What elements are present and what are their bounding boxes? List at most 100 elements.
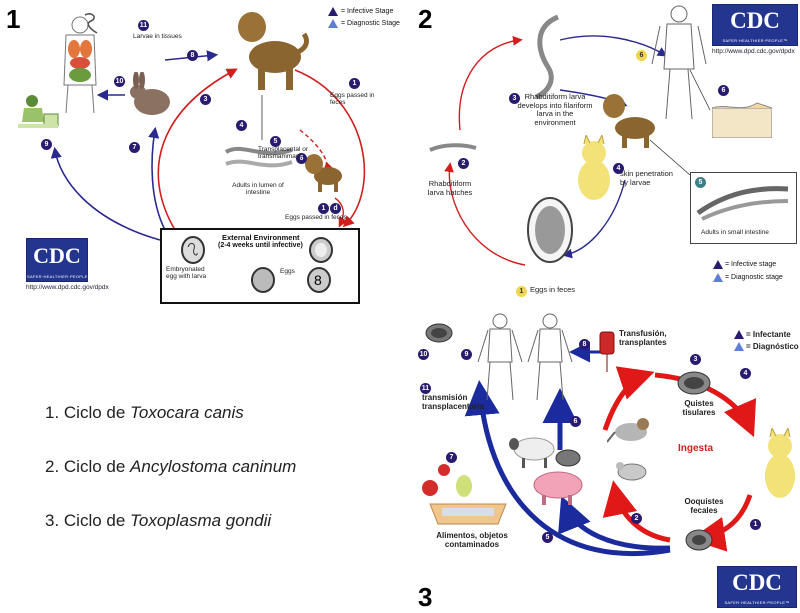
tissue-cysts-label: Quistes tisulares	[682, 399, 716, 417]
human-figures-icon	[477, 313, 573, 401]
contaminated-food-label: Alimentos, objetos contaminados	[436, 531, 508, 549]
litter-box-icon	[429, 503, 507, 525]
step-badge: 8	[579, 339, 590, 350]
filariform-larva-icon	[534, 14, 560, 100]
bird-icon	[607, 418, 649, 443]
step-badge: 4	[740, 368, 751, 379]
caption-toxoplasma: 3. Ciclo de Toxoplasma gondii	[45, 511, 271, 531]
step-badge: 11	[138, 20, 149, 31]
step-badge: 5	[695, 177, 706, 188]
fecal-oocysts-label: Ooquistes fecales	[684, 497, 724, 515]
adult-worms-icon	[696, 186, 789, 221]
panel-number-3: 3	[418, 582, 433, 612]
infective-stage-icon	[734, 330, 744, 339]
cdc-logo: CDC SAFER·HEALTHIER·PEOPLE™	[26, 238, 93, 282]
step-badge: 1	[318, 203, 329, 214]
cat-icon	[765, 428, 795, 498]
meat-cyst-icon	[555, 449, 581, 467]
caption-prefix: 3. Ciclo de	[45, 511, 131, 530]
eggs-label: Eggs	[280, 268, 295, 275]
legend-infective: = Infective Stage	[341, 8, 394, 15]
external-env-title: External Environment	[222, 233, 300, 242]
cdc-url[interactable]: http://www.dpd.cdc.gov/dpdx	[26, 284, 109, 291]
cdc-url[interactable]: http://www.dpd.cdc.gov/dpdx	[712, 48, 795, 55]
adult-worms-icon	[224, 146, 293, 168]
brain-icon	[84, 13, 98, 34]
transplacental-label: Transplacental or transmammary	[258, 146, 308, 161]
food-items-icon	[422, 464, 472, 497]
larvae-in-tissues-label: Larvae in tissues	[133, 33, 182, 40]
external-env-subtitle: (2-4 weeks until infective)	[218, 242, 303, 249]
step-badge: 3	[509, 93, 520, 104]
external-environment-box: External Environment (2-4 weeks until in…	[160, 228, 360, 304]
step-badge: 10	[114, 76, 125, 87]
dog-adult-icon	[238, 12, 309, 90]
adults-small-intestine-label: Adults in small intestine	[701, 229, 769, 236]
step-badge: 4	[613, 163, 624, 174]
pig-icon	[533, 471, 583, 505]
panel-number-2: 2	[418, 4, 433, 34]
cdc-logo: CDC SAFER·HEALTHIER·PEOPLE™	[717, 566, 797, 608]
legend-infective: = Infective stage	[725, 261, 777, 268]
puppy-icon	[305, 154, 342, 192]
cdc-logo-text: CDC	[732, 570, 782, 595]
egg-in-feces-icon	[527, 197, 573, 263]
sheep-icon	[509, 437, 555, 468]
panel-number-1: 1	[6, 4, 21, 34]
step-badge: 6	[570, 416, 581, 427]
legend-diagnostic: = Diagnostic Stage	[341, 20, 400, 27]
cdc-tagline: SAFER·HEALTHIER·PEOPLE™	[722, 38, 788, 43]
dog-icon	[603, 94, 655, 148]
transfusion-label: Transfusión, transplantes	[619, 329, 667, 347]
rabbit-icon	[130, 72, 170, 115]
step-badge: 3	[690, 354, 701, 365]
diagnostic-stage-icon	[328, 19, 338, 28]
legend-diagnostico: = Diagnóstico	[746, 342, 799, 351]
adults-lumen-label: Adults in lumen of intestine	[232, 182, 284, 197]
skin-section-icon	[712, 102, 772, 138]
step-badge: 7	[446, 452, 457, 463]
toxocara-cycle-arrows	[50, 50, 366, 280]
diagnostic-stage-icon	[713, 273, 723, 282]
infective-stage-icon	[713, 260, 723, 269]
step-badge: 10	[418, 349, 429, 360]
cdc-tagline: SAFER·HEALTHIER·PEOPLE™	[724, 600, 790, 605]
caption-ancylostoma: 2. Ciclo de Ancylostoma caninum	[45, 457, 296, 477]
caption-species: Ancylostoma caninum	[130, 457, 297, 476]
cdc-logo-text: CDC	[730, 8, 780, 33]
egg-icon: 8	[307, 267, 331, 293]
egg-icon	[251, 267, 275, 293]
step-badge: 9	[461, 349, 472, 360]
caption-toxocara: 1. Ciclo de Toxocara canis	[45, 403, 244, 423]
step-badge: 6	[296, 153, 307, 164]
rhabditiform-develops-label: Rhabditiform larva develops into filarif…	[517, 92, 593, 127]
cdc-tagline: SAFER·HEALTHIER·PEOPLE™	[27, 274, 93, 279]
step-badge: 2	[631, 513, 642, 524]
step-badge: 1	[516, 286, 527, 297]
mouse-icon	[616, 462, 647, 481]
step-badge: 1	[349, 78, 360, 89]
step-badge: 5	[542, 532, 553, 543]
skin-penetration-label: skin penetration by larvae	[620, 169, 673, 187]
eggs-passed-feces-label-2: Eggs passed in feces	[285, 214, 347, 221]
human-figure-icon	[651, 5, 707, 120]
step-badge: 7	[129, 142, 140, 153]
step-badge: 5	[270, 136, 281, 147]
svg-text:8: 8	[314, 272, 322, 288]
embryonated-egg-label: Embryonated egg with larva	[166, 266, 207, 281]
eggs-passed-feces-label: Eggs passed in feces	[330, 92, 375, 107]
rhabditiform-larva-icon	[429, 143, 477, 152]
step-badge: 6	[718, 85, 729, 96]
egg-icon	[309, 237, 333, 263]
cdc-logo: CDC SAFER·HEALTHIER·PEOPLE™	[712, 4, 798, 46]
step-badge: 9	[41, 139, 52, 150]
tissue-cyst-icon	[677, 371, 711, 395]
human-anatomy-figure	[63, 16, 97, 114]
infective-stage-icon	[328, 7, 338, 16]
step-badge: 4	[236, 120, 247, 131]
caption-species: Toxocara canis	[130, 403, 244, 422]
step-badge: 6	[636, 50, 647, 61]
adults-small-intestine-box: Adults in small intestine 5	[690, 172, 797, 244]
step-badge: 8	[187, 50, 198, 61]
tissue-cyst-icon	[425, 323, 453, 343]
